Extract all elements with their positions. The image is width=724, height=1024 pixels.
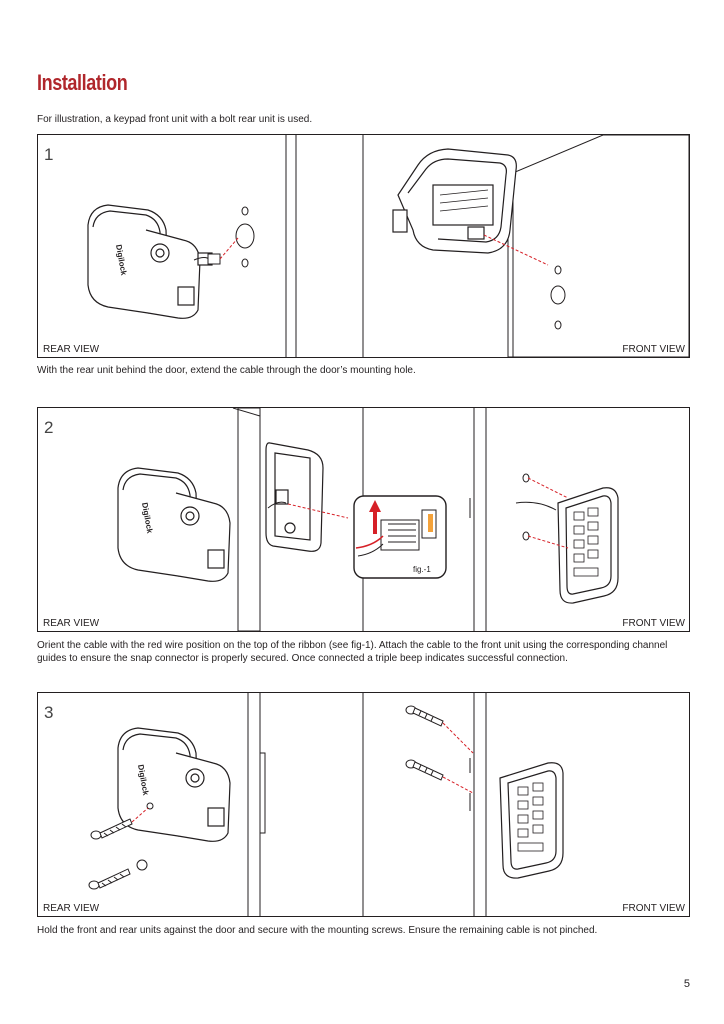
step-3-caption: Hold the front and rear units against th…: [37, 925, 598, 936]
front-screw-drawing: [405, 705, 444, 781]
rear-unit-drawing: [117, 467, 231, 582]
rear-view-label: REAR VIEW: [43, 344, 100, 355]
rear-screw-drawing: [88, 802, 154, 890]
step-1-caption: With the rear unit behind the door, exte…: [37, 365, 416, 376]
fig-1-label: fig.-1: [413, 565, 431, 574]
rear-unit-drawing: [87, 204, 213, 319]
step-number: 1: [44, 145, 54, 164]
step-1-panel: Digilock 1 REAR VIEW FRONT VIEW: [37, 134, 690, 358]
step-1-illustration: Digilock: [87, 135, 689, 357]
rear-view-label: REAR VIEW: [43, 903, 100, 914]
front-unit-drawing: [392, 148, 517, 254]
page-number: 5: [683, 978, 690, 990]
rear-unit-drawing: [117, 727, 231, 842]
step-2-caption: Orient the cable with the red wire posit…: [37, 640, 668, 664]
step-3-panel: Digilock: [37, 692, 690, 917]
front-view-label: FRONT VIEW: [622, 344, 685, 355]
step-number: 2: [44, 418, 54, 437]
page-title: Installation: [37, 70, 128, 95]
front-view-label: FRONT VIEW: [622, 618, 685, 629]
step-2-illustration: Digilock: [117, 408, 619, 631]
step-3-illustration: Digilock: [88, 693, 564, 916]
keypad-front-unit: [499, 762, 564, 879]
intro-text: For illustration, a keypad front unit wi…: [37, 114, 313, 125]
front-view-label: FRONT VIEW: [622, 903, 685, 914]
step-number: 3: [44, 703, 54, 722]
rear-view-label: REAR VIEW: [43, 618, 100, 629]
step-2-panel: Digilock: [37, 407, 690, 632]
keypad-front-unit: [557, 487, 619, 604]
